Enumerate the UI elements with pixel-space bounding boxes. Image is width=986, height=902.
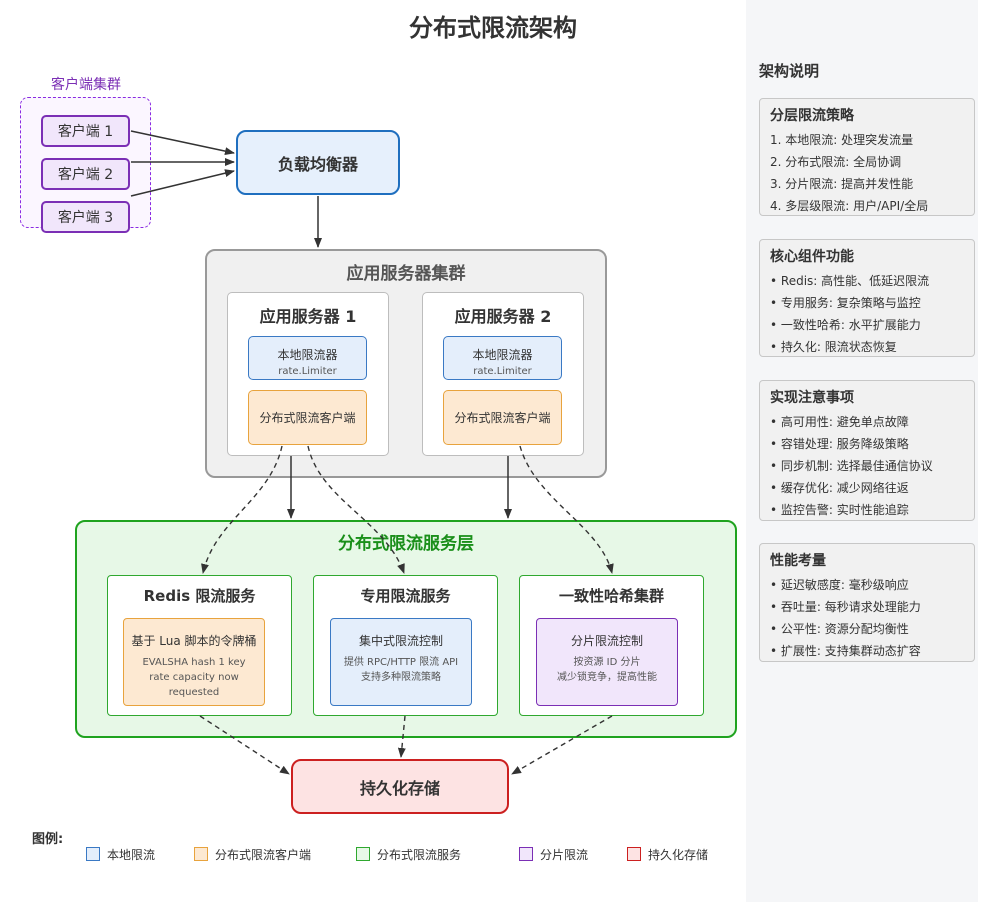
sidebar-card-implementation-notes: 实现注意事项 • 高可用性: 避免单点故障 • 容错处理: 服务降级策略 • 同… bbox=[759, 380, 975, 521]
arrow-client1-lb bbox=[130, 130, 235, 156]
client-node-3: 客户端 3 bbox=[41, 201, 130, 233]
hash-inner-title: 分片限流控制 bbox=[570, 634, 643, 648]
consistent-hash-title: 一致性哈希集群 bbox=[558, 587, 664, 605]
app-server-cluster-title: 应用服务器集群 bbox=[346, 264, 466, 284]
legend-item-dist-service: 分布式限流服务 bbox=[356, 845, 461, 863]
dedicated-inner-line-2: 支持多种限流策略 bbox=[361, 672, 441, 683]
card-item: • 扩展性: 支持集群动态扩容 bbox=[770, 644, 921, 658]
legend-item-storage: 持久化存储 bbox=[627, 845, 708, 863]
dashed-hash-storage bbox=[511, 715, 613, 775]
card-item: • 缓存优化: 减少网络往返 bbox=[770, 481, 909, 495]
card-item: • 一致性哈希: 水平扩展能力 bbox=[770, 318, 921, 332]
card-item: • 同步机制: 选择最佳通信协议 bbox=[770, 459, 933, 473]
dashed-redis-storage bbox=[199, 715, 290, 775]
dashed-client2-hash bbox=[519, 445, 614, 574]
card-item: • 延迟敏感度: 毫秒级响应 bbox=[770, 578, 909, 592]
legend-label-storage: 持久化存储 bbox=[648, 847, 709, 862]
dedicated-service-title: 专用限流服务 bbox=[360, 587, 451, 605]
local-limiter-2: 本地限流器 rate.Limiter bbox=[443, 336, 562, 380]
legend-label-local: 本地限流 bbox=[107, 847, 156, 862]
local-limiter-2-sub: rate.Limiter bbox=[473, 366, 532, 377]
legend-label-shard: 分片限流 bbox=[540, 847, 589, 862]
card-item: • 监控告警: 实时性能追踪 bbox=[770, 503, 909, 517]
sharded-control: 分片限流控制 按资源 ID 分片 减少锁竞争，提高性能 bbox=[536, 618, 678, 706]
legend-swatch-shard bbox=[519, 847, 533, 861]
dashed-client1-dedicated bbox=[307, 445, 405, 574]
dedicated-inner-line-1: 提供 RPC/HTTP 限流 API bbox=[343, 657, 459, 668]
legend-label-dist-service: 分布式限流服务 bbox=[377, 847, 462, 862]
local-limiter-1-title: 本地限流器 bbox=[277, 348, 338, 362]
hash-inner-line-2: 减少锁竞争，提高性能 bbox=[557, 672, 657, 683]
app-server-1-title: 应用服务器 1 bbox=[259, 307, 357, 326]
legend-title: 图例: bbox=[32, 832, 64, 847]
card-item: • Redis: 高性能、低延迟限流 bbox=[770, 274, 930, 288]
hash-inner-line-1: 按资源 ID 分片 bbox=[573, 657, 641, 668]
load-balancer-node: 负载均衡器 bbox=[236, 130, 400, 195]
legend-swatch-dist-client bbox=[194, 847, 208, 861]
local-limiter-1: 本地限流器 rate.Limiter bbox=[248, 336, 367, 380]
redis-inner-line-1: EVALSHA hash 1 key bbox=[142, 657, 246, 668]
card-item: 3. 分片限流: 提高并发性能 bbox=[770, 177, 914, 191]
persistent-storage-node: 持久化存储 bbox=[291, 759, 509, 814]
redis-inner-title: 基于 Lua 脚本的令牌桶 bbox=[131, 634, 257, 648]
card-item: 4. 多层级限流: 用户/API/全局 bbox=[770, 199, 929, 213]
arrow-client3-lb bbox=[130, 169, 235, 197]
card-item: • 高可用性: 避免单点故障 bbox=[770, 415, 909, 429]
card-title: 性能考量 bbox=[770, 553, 826, 569]
card-item: • 容错处理: 服务降级策略 bbox=[770, 437, 909, 451]
legend-item-local: 本地限流 bbox=[86, 845, 155, 863]
legend-swatch-storage bbox=[627, 847, 641, 861]
local-limiter-2-title: 本地限流器 bbox=[472, 348, 533, 362]
card-item: • 专用服务: 复杂策略与监控 bbox=[770, 296, 921, 310]
legend-item-dist-client: 分布式限流客户端 bbox=[194, 845, 311, 863]
service-layer-title: 分布式限流服务层 bbox=[338, 534, 474, 554]
legend-swatch-dist-service bbox=[356, 847, 370, 861]
legend-label-dist-client: 分布式限流客户端 bbox=[215, 847, 312, 862]
client-cluster-label: 客户端集群 bbox=[51, 77, 121, 93]
centralized-control: 集中式限流控制 提供 RPC/HTTP 限流 API 支持多种限流策略 bbox=[330, 618, 472, 706]
sidebar-card-layered-strategy: 分层限流策略 1. 本地限流: 处理突发流量 2. 分布式限流: 全局协调 3.… bbox=[759, 98, 975, 216]
sidebar-heading: 架构说明 bbox=[759, 62, 820, 80]
page-title: 分布式限流架构 bbox=[409, 14, 577, 42]
local-limiter-1-sub: rate.Limiter bbox=[278, 366, 337, 377]
dist-limiter-client-2: 分布式限流客户端 bbox=[443, 390, 562, 445]
card-item: • 公平性: 资源分配均衡性 bbox=[770, 622, 909, 636]
card-item: 1. 本地限流: 处理突发流量 bbox=[770, 133, 914, 147]
card-title: 实现注意事项 bbox=[770, 390, 854, 406]
legend-swatch-local bbox=[86, 847, 100, 861]
client-node-1: 客户端 1 bbox=[41, 115, 130, 147]
card-title: 核心组件功能 bbox=[770, 249, 854, 265]
dashed-dedicated-storage bbox=[397, 715, 406, 758]
dashed-client1-redis bbox=[201, 445, 283, 574]
card-item: 2. 分布式限流: 全局协调 bbox=[770, 155, 902, 169]
sidebar-card-core-components: 核心组件功能 • Redis: 高性能、低延迟限流 • 专用服务: 复杂策略与监… bbox=[759, 239, 975, 357]
legend-item-shard: 分片限流 bbox=[519, 845, 588, 863]
app-server-2-title: 应用服务器 2 bbox=[454, 307, 552, 326]
dist-limiter-client-1: 分布式限流客户端 bbox=[248, 390, 367, 445]
redis-inner-line-2: rate capacity now requested bbox=[149, 672, 239, 698]
dedicated-inner-title: 集中式限流控制 bbox=[358, 634, 443, 648]
card-item: • 持久化: 限流状态恢复 bbox=[770, 340, 897, 354]
redis-service-title: Redis 限流服务 bbox=[143, 587, 256, 605]
client-node-2: 客户端 2 bbox=[41, 158, 130, 190]
sidebar-card-performance: 性能考量 • 延迟敏感度: 毫秒级响应 • 吞吐量: 每秒请求处理能力 • 公平… bbox=[759, 543, 975, 662]
redis-token-bucket: 基于 Lua 脚本的令牌桶 EVALSHA hash 1 key rate ca… bbox=[123, 618, 265, 706]
card-item: • 吞吐量: 每秒请求处理能力 bbox=[770, 600, 921, 614]
card-title: 分层限流策略 bbox=[770, 108, 854, 124]
